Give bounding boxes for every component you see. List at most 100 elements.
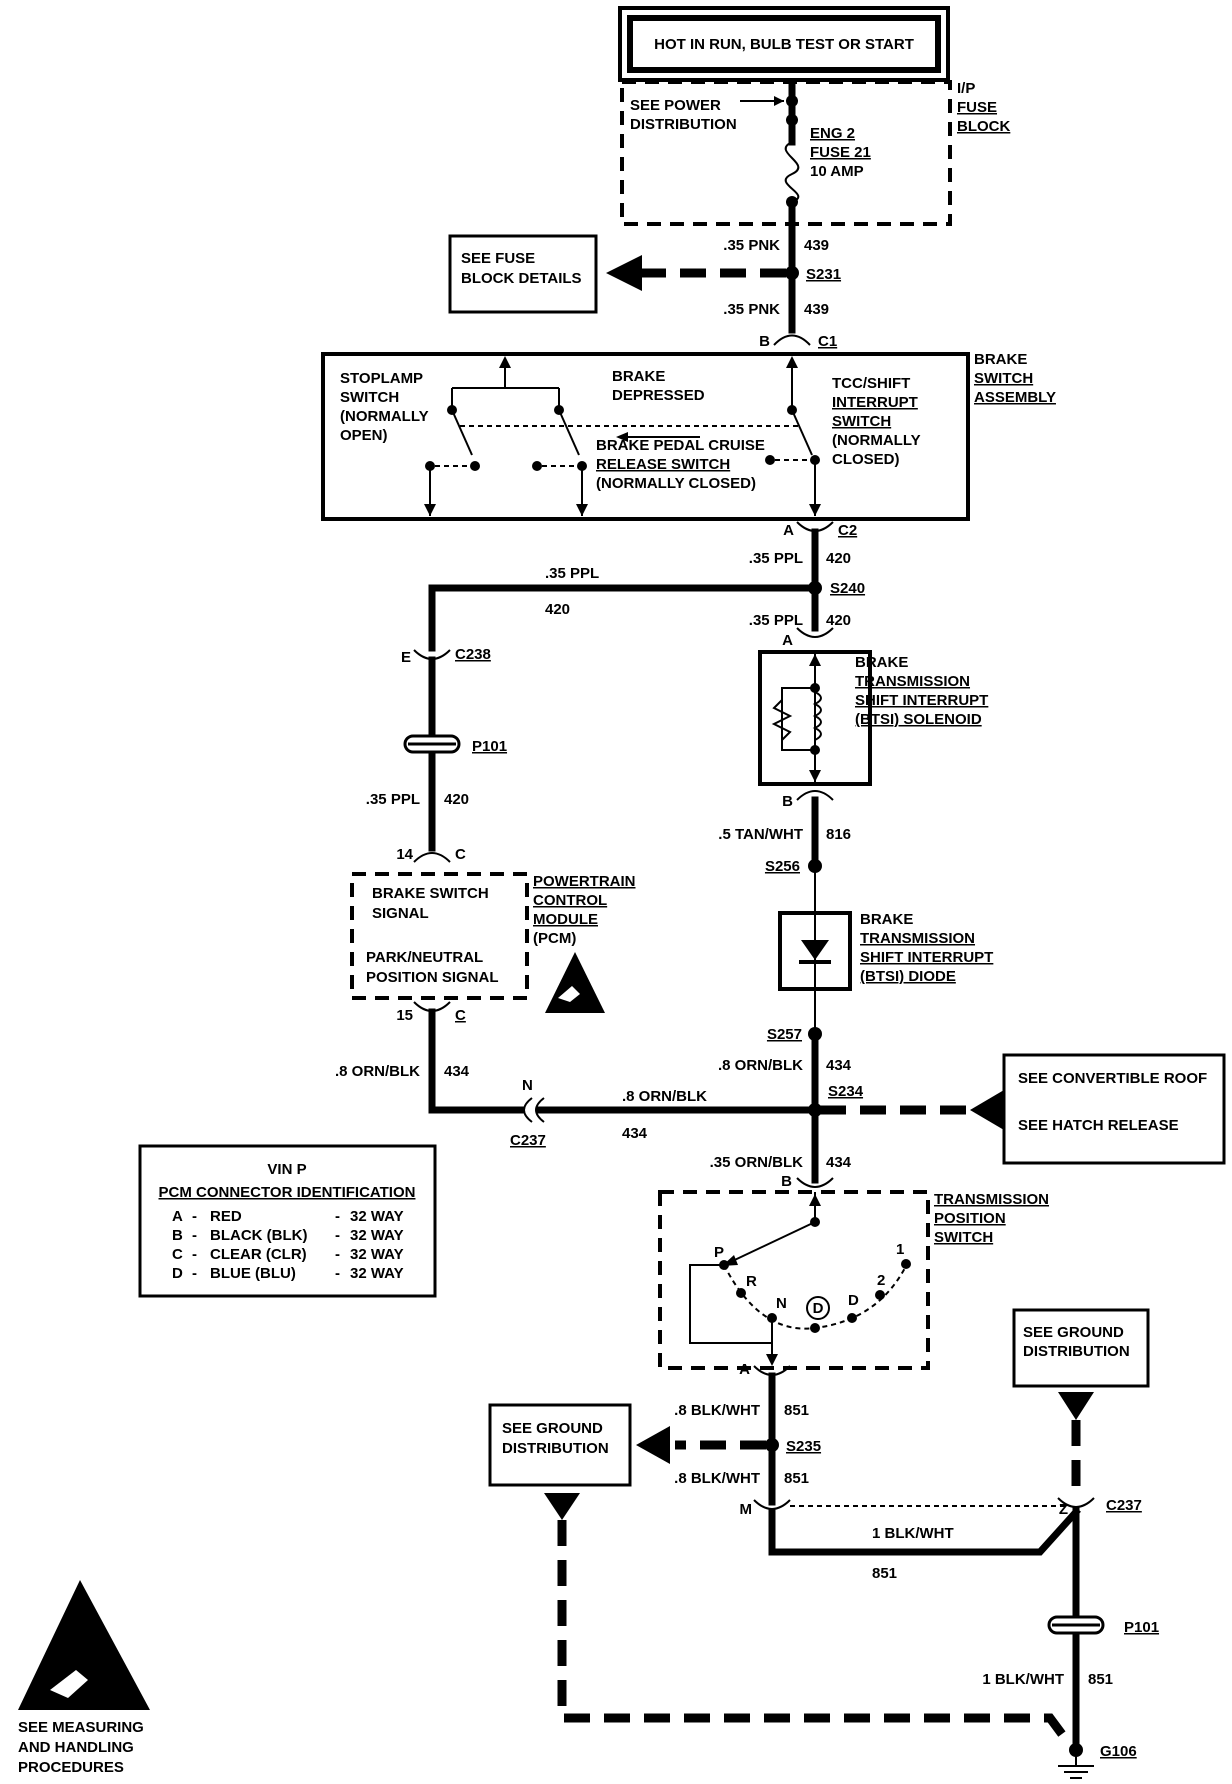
fuse-name-1: ENG 2 [810,125,855,142]
fuse-name-2: FUSE 21 [810,144,871,161]
see-ground-left-box: SEE GROUND DISTRIBUTION [488,1403,632,1487]
wire-851c-label: 1 BLK/WHT [872,1525,954,1542]
wire-420c-circuit: 420 [444,791,469,808]
wire-420b-circuit: 420 [826,612,851,629]
pcm-brake-signal-2: SIGNAL [372,905,429,922]
arrow-to-convertible [970,1090,1004,1130]
pcm-bottom-pin: 15 [396,1007,413,1024]
c1-pin: B [759,333,770,350]
see-convertible-box: SEE CONVERTIBLE ROOF SEE HATCH RELEASE [1002,1053,1226,1165]
vin-row-color: BLUE (BLU) [210,1265,296,1282]
m-pin: M [740,1501,753,1518]
splice-s235-label: S235 [786,1438,821,1455]
g106-label: G106 [1100,1743,1137,1760]
tps-pin-a: A [739,1361,750,1378]
fuse-block-label-1: I/P [957,80,975,97]
pcm-label-2: CONTROL [533,892,607,909]
wire-420-left-circuit: 420 [545,601,570,618]
svg-text:-: - [192,1208,197,1225]
svg-text:-: - [192,1265,197,1282]
wire-420a-label: .35 PPL [749,550,803,567]
svg-text:-: - [192,1246,197,1263]
transmission-position-switch: TRANSMISSION POSITION SWITCH P R N D D 2… [658,1190,1049,1370]
connector-pcm-top: 14 C [396,846,466,863]
tps-pin-b: B [781,1173,792,1190]
esd-note: SEE MEASURING AND HANDLING PROCEDURES [18,1580,150,1776]
z-pin: Z [1059,1501,1068,1518]
wire-420a-circuit: 420 [826,550,851,567]
pcm-park-signal-1: PARK/NEUTRAL [366,949,483,966]
ground-arrow-left [544,1493,580,1520]
see-ground-right-1: SEE GROUND [1023,1324,1124,1341]
wire-851c-circuit: 851 [872,1565,897,1582]
vin-row-letter: B [172,1227,183,1244]
splice-s231-label: S231 [806,266,841,283]
vin-row-color: RED [210,1208,242,1225]
fuse-block: SEE POWER DISTRIBUTION I/P FUSE BLOCK EN… [620,80,1010,226]
diode-label-2: TRANSMISSION [860,930,975,947]
c238-pin: E [401,649,411,666]
tcc-text-5: CLOSED) [832,451,900,468]
wire-434-left-circuit: 434 [444,1063,470,1080]
solenoid-label-4: (BTSI) SOLENOID [855,711,982,728]
vin-row: D - BLUE (BLU) - 32 WAY [172,1265,404,1282]
tps-label-1: TRANSMISSION [934,1191,1049,1208]
tcc-text-2: INTERRUPT [832,394,918,411]
splice-s234-label: S234 [828,1083,864,1100]
splice-s234 [808,1103,822,1117]
cruise-text-2: RELEASE SWITCH [596,456,730,473]
vin-table: VIN P PCM CONNECTOR IDENTIFICATION A - R… [138,1144,437,1298]
vin-row-way: 32 WAY [350,1208,404,1225]
wire-851a-circuit: 851 [784,1402,809,1419]
tps-pos-n: N [776,1295,787,1312]
c238-label: C238 [455,646,491,663]
wire-439b-circuit: 439 [804,301,829,318]
pcm-park-signal-2: POSITION SIGNAL [366,969,499,986]
arrow-to-fuse-block [606,255,642,291]
tcc-text-4: (NORMALLY [832,432,921,449]
tps-pos-od: D [813,1300,824,1317]
title-text: HOT IN RUN, BULB TEST OR START [654,36,914,53]
pcm-label-3: MODULE [533,911,598,928]
diode-label-3: SHIFT INTERRUPT [860,949,993,966]
wire-434-mid-circuit: 434 [622,1125,648,1142]
pcm-top-c: C [455,846,466,863]
wire-434b-circuit: 434 [826,1154,852,1171]
ground-symbol-icon [1058,1750,1094,1779]
connector-p101-lower: P101 [1047,1615,1159,1636]
vin-row-letter: C [172,1246,183,1263]
tps-label-3: SWITCH [934,1229,993,1246]
cruise-text-1: BRAKE PEDAL CRUISE [596,437,765,454]
tps-label-2: POSITION [934,1210,1006,1227]
vin-row-color: BLACK (BLK) [210,1227,307,1244]
cruise-text-3: (NORMALLY CLOSED) [596,475,756,492]
brake-depressed-1: BRAKE [612,368,665,385]
splice-s256-label: S256 [765,858,800,875]
wire-816-label: .5 TAN/WHT [718,826,803,843]
wire-851d-circuit: 851 [1088,1671,1113,1688]
esd-warning-icon [545,952,605,1013]
esd-hand-icon [18,1580,150,1710]
see-power-text: SEE POWER [630,97,721,114]
see-hatch-text: SEE HATCH RELEASE [1018,1117,1179,1134]
connector-c237-upper: N C237 [510,1077,546,1149]
wire-434-mid-label: .8 ORN/BLK [622,1088,707,1105]
tcc-text-3: SWITCH [832,413,891,430]
connector-c1: B C1 [759,333,837,350]
solenoid-label-3: SHIFT INTERRUPT [855,692,988,709]
connector-m: M [740,1499,791,1518]
wire-851b-circuit: 851 [784,1470,809,1487]
wire-420c-label: .35 PPL [366,791,420,808]
title-box: HOT IN RUN, BULB TEST OR START [618,6,950,82]
brake-depressed-2: DEPRESSED [612,387,705,404]
stoplamp-text-1: STOPLAMP [340,370,423,387]
btsi-solenoid: BRAKE TRANSMISSION SHIFT INTERRUPT (BTSI… [758,650,988,786]
c237-pin-n: N [522,1077,533,1094]
solenoid-label-2: TRANSMISSION [855,673,970,690]
vin-row-letter: A [172,1208,183,1225]
wire-434b-label: .35 ORN/BLK [710,1154,804,1171]
vin-row: C - CLEAR (CLR) - 32 WAY [172,1246,404,1263]
fuse-block-label-2: FUSE [957,99,997,116]
connector-p101-upper: P101 [403,734,507,755]
pcm-top-pin: 14 [396,846,413,863]
